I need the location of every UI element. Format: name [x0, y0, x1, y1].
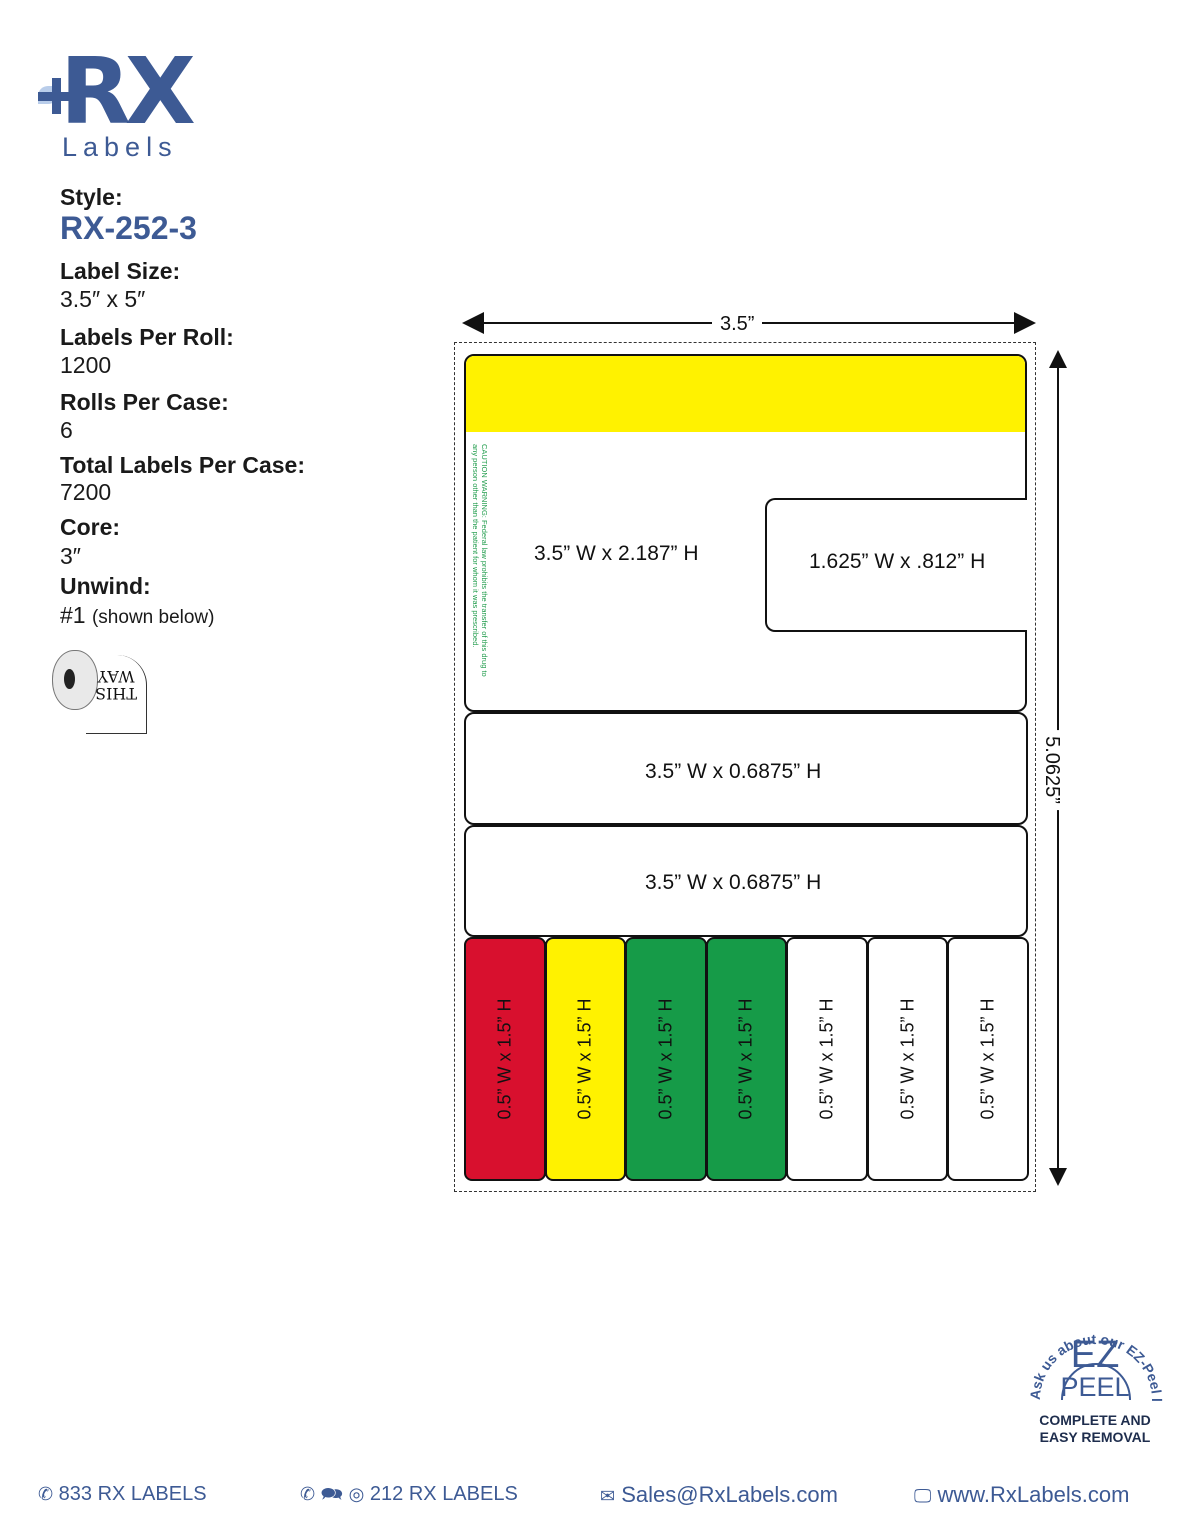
- core-label: Core:: [60, 514, 121, 540]
- roll-core-icon: [64, 669, 75, 689]
- footer-text-line-text: 212 RX LABELS: [369, 1483, 518, 1505]
- caution-warning: CAUTION WARNING: Federal law prohibits t…: [471, 444, 489, 677]
- labels-per-roll-value: 1200: [60, 352, 112, 378]
- strip-label-2: [464, 825, 1028, 937]
- small-label-1: 0.5” W x 1.5” H: [464, 937, 546, 1181]
- inset-label: [765, 498, 1027, 632]
- small-label-4-size: 0.5” W x 1.5” H: [735, 998, 756, 1120]
- small-label-5-size: 0.5” W x 1.5” H: [816, 998, 837, 1120]
- small-label-4: 0.5” W x 1.5” H: [705, 937, 788, 1181]
- strip-label-2-size: 3.5” W x 0.6875” H: [645, 871, 822, 894]
- yellow-header-band: [466, 356, 1025, 432]
- whatsapp-icon: ◎: [348, 1484, 365, 1504]
- logo-plus-stem: [52, 78, 61, 114]
- labels-per-roll-label: Labels Per Roll:: [60, 324, 234, 350]
- core-value: 3″: [60, 543, 81, 569]
- footer-email-text: Sales@RxLabels.com: [621, 1482, 838, 1507]
- small-label-5: 0.5” W x 1.5” H: [786, 937, 868, 1181]
- unwind-number: #1: [60, 602, 86, 628]
- chat-icon: 🗪: [320, 1484, 344, 1504]
- footer-phone-text: 833 RX LABELS: [58, 1483, 207, 1505]
- footer-text-line[interactable]: ✆ 🗪 ◎ 212 RX LABELS: [300, 1484, 518, 1504]
- inset-label-size: 1.625” W x .812” H: [809, 550, 986, 573]
- unwind-value: #1 (shown below): [60, 602, 215, 628]
- width-dimension-label: 3.5”: [712, 314, 763, 334]
- label-size-value: 3.5″ x 5″: [60, 286, 146, 312]
- total-labels-value: 7200: [60, 479, 112, 505]
- ez-peel-main: EZ: [1070, 1334, 1120, 1376]
- main-label-size: 3.5” W x 2.187” H: [534, 542, 699, 565]
- small-label-7-size: 0.5” W x 1.5” H: [977, 998, 998, 1120]
- small-label-2: 0.5” W x 1.5” H: [544, 937, 627, 1181]
- phone-icon: ✆: [38, 1484, 54, 1504]
- unwind-label: Unwind:: [60, 573, 151, 599]
- small-label-6: 0.5” W x 1.5” H: [866, 937, 949, 1181]
- total-labels-label: Total Labels Per Case:: [60, 452, 305, 478]
- footer-email[interactable]: ✉ Sales@RxLabels.com: [600, 1484, 838, 1506]
- rolls-per-case-label: Rolls Per Case:: [60, 389, 229, 415]
- footer-website-text: www.RxLabels.com: [937, 1482, 1130, 1507]
- style-value: RX-252-3: [60, 210, 197, 246]
- small-label-2-size: 0.5” W x 1.5” H: [574, 998, 595, 1120]
- label-sheet: [454, 342, 1036, 1192]
- style-label: Style:: [60, 184, 123, 210]
- ez-peel-tag-1: COMPLETE AND: [1039, 1412, 1151, 1428]
- ez-peel-tag-2: EASY REMOVAL: [1039, 1429, 1151, 1445]
- ez-peel-badge-arc: Ask us about our EZ-Peel labels!: [1020, 1290, 1165, 1402]
- height-dimension-label: 5.0625”: [1041, 730, 1063, 810]
- logo-subtitle: Labels: [62, 132, 178, 162]
- small-labels-row: 0.5” W x 1.5” H 0.5” W x 1.5” H 0.5” W x 1…: [464, 937, 1029, 1181]
- mail-icon: ✉: [600, 1486, 616, 1506]
- roll-icon: [52, 650, 98, 710]
- small-label-3: 0.5” W x 1.5” H: [625, 937, 707, 1181]
- monitor-icon: 🖵: [914, 1486, 932, 1506]
- small-label-7: 0.5” W x 1.5” H: [947, 937, 1029, 1181]
- phone-icon: ✆: [300, 1484, 316, 1504]
- label-size-label: Label Size:: [60, 258, 181, 284]
- roll-direction-text: THIS WAY: [95, 667, 137, 703]
- small-label-3-size: 0.5” W x 1.5” H: [655, 998, 676, 1120]
- logo-mark: RX: [60, 38, 196, 145]
- rolls-per-case-value: 6: [60, 417, 73, 443]
- small-label-1-size: 0.5” W x 1.5” H: [494, 998, 515, 1120]
- strip-label-1-size: 3.5” W x 0.6875” H: [645, 760, 822, 783]
- footer-phone[interactable]: ✆ 833 RX LABELS: [38, 1484, 207, 1504]
- strip-label-1: [464, 712, 1028, 825]
- footer-website[interactable]: 🖵 www.RxLabels.com: [914, 1484, 1129, 1506]
- unwind-note: (shown below): [91, 607, 215, 628]
- ez-peel-sub: PEEL: [1060, 1372, 1130, 1402]
- small-label-6-size: 0.5” W x 1.5” H: [897, 998, 918, 1120]
